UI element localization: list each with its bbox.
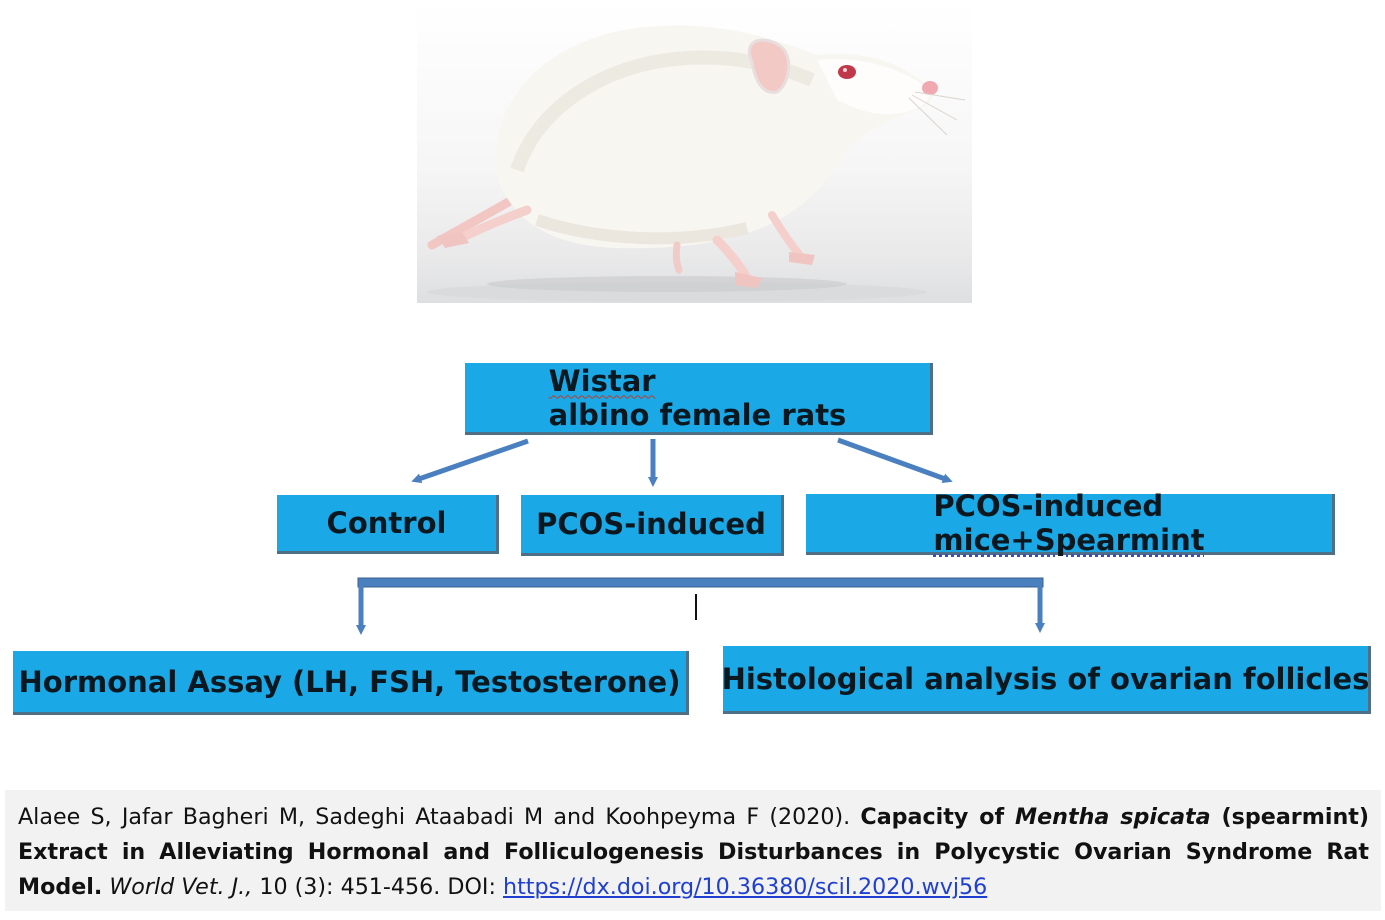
citation-title-part2: (spearmint) Extract in Alleviating Hormo…: [18, 804, 1369, 900]
root-label-rest: albino female rats: [548, 397, 847, 432]
citation-block: Alaee S, Jafar Bagheri M, Sadeghi Ataaba…: [5, 790, 1381, 911]
group-label-pcos-induced: PCOS-induced: [536, 507, 766, 541]
rat-photo: [417, 0, 972, 303]
root-label-word: Wistar: [548, 363, 656, 398]
group-label-pcos-spearmint-part2: mice+Spearmint: [933, 523, 1205, 557]
outcome-box-hormonal-assay: Hormonal Assay (LH, FSH, Testosterone): [13, 651, 689, 715]
horizontal-bar: [357, 577, 1044, 588]
citation-title-part1: Capacity of: [860, 804, 1016, 830]
citation-title-species: Mentha spicata: [1015, 804, 1211, 830]
arrow-to-pcos-spearmint: [837, 437, 953, 483]
citation-authors: Alaee S, Jafar Bagheri M, Sadeghi Ataaba…: [18, 804, 861, 830]
doi-link[interactable]: https://dx.doi.org/10.36380/scil.2020.wv…: [503, 874, 988, 900]
group-label-pcos-spearmint-part1: PCOS-induced: [933, 489, 1164, 523]
citation-volume-pages: 10 (3): 451-456. DOI:: [252, 874, 504, 900]
outcome-label-hormonal-assay: Hormonal Assay (LH, FSH, Testosterone): [18, 664, 681, 699]
outcome-label-histological: Histological analysis of ovarian follicl…: [721, 661, 1370, 696]
rat-illustration: [427, 25, 966, 302]
arrow-to-control: [411, 438, 529, 484]
citation-title: Capacity of Mentha spicata (spearmint) E…: [18, 804, 1369, 900]
group-box-pcos-spearmint: PCOS-induced mice+Spearmint: [806, 489, 1335, 557]
group-box-pcos-induced: PCOS-induced: [521, 495, 784, 556]
group-label-control: Control: [326, 506, 447, 540]
citation-journal: World Vet. J.,: [109, 874, 253, 900]
group-box-control: Control: [277, 495, 499, 554]
root-box-wistar-rats: Wistar albino female rats: [465, 363, 933, 435]
outcome-box-histological: Histological analysis of ovarian follicl…: [721, 646, 1371, 714]
